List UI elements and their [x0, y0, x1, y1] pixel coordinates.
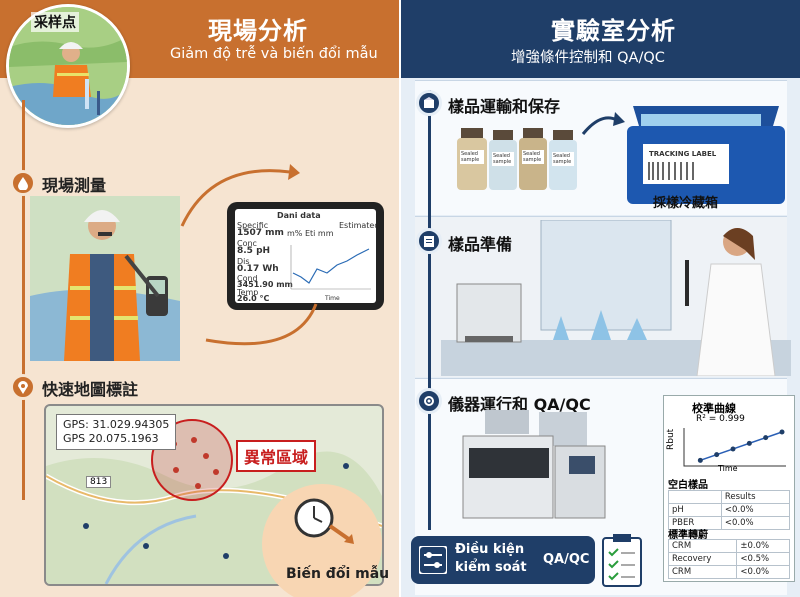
- reading-cond-name: Cond: [237, 274, 258, 283]
- blank-row-2-value: <0.0%: [720, 516, 791, 530]
- gear-icon: [416, 388, 442, 414]
- gps-line-2: GPS 20.075.1963: [63, 432, 159, 445]
- lab-analysis-panel: 實驗室分析 增強條件控制和 QA/QC 樣品運輸和保存 Sealed sampl…: [401, 0, 800, 597]
- step-instrument-qaqc: 儀器運行和 QA/QC: [448, 395, 591, 414]
- blank-row-1-value: <0.0%: [720, 503, 791, 517]
- bottle-label-1: Sealed sample: [461, 151, 480, 163]
- sample-point-illustration: [6, 4, 130, 128]
- reading-specific-value: 1507 mm: [237, 228, 284, 238]
- tablet-header: Dani data: [277, 211, 321, 220]
- sample-change-label: Biến đổi mẫu: [286, 566, 390, 582]
- step-field-measurement: 現場測量: [42, 176, 107, 195]
- calibration-fit-line: [700, 431, 783, 462]
- blank-header: Results: [720, 490, 791, 504]
- lab-preparation-scene: [441, 220, 791, 376]
- water-drop-icon: [10, 170, 36, 196]
- standard-title: 標準轉蔚: [668, 530, 708, 541]
- panel-divider: [399, 0, 402, 597]
- anomaly-zone-label: 異常區域: [236, 440, 317, 472]
- reading-dis-name: Dis: [237, 257, 250, 266]
- control-line-2: kiểm soát: [455, 560, 527, 575]
- sample-cooler: [627, 106, 785, 204]
- road-label: 813: [86, 476, 112, 488]
- lab-timeline: [428, 90, 431, 530]
- control-qaqc-tag: QA/QC: [543, 552, 590, 567]
- blank-sample-title: 空白樣品: [668, 480, 708, 491]
- blank-row-1-name: pH: [668, 503, 722, 517]
- calibration-point: [730, 446, 736, 452]
- field-analysis-panel: 現場分析 Giảm độ trễ và biến đổi mẫu 采样点 現場測…: [0, 0, 401, 597]
- cooler-caption: 採樣冷藏箱: [653, 196, 719, 211]
- standard-table: CRM±0.0% Recovery<0.5% CRM<0.0%: [667, 539, 790, 579]
- arrow-to-map-icon: [205, 303, 318, 346]
- std-row-1-value: ±0.0%: [736, 539, 790, 553]
- blank-sample-table: Results pH<0.0% PBER<0.0%: [668, 490, 791, 530]
- calibration-point: [697, 457, 703, 463]
- gps-readout: GPS: 31.029.94305 GPS 20.075.1963: [56, 414, 177, 450]
- field-worker-illustration: [30, 196, 180, 361]
- sealed-bottles: [457, 128, 577, 190]
- tablet-trend-chart: [290, 245, 371, 290]
- step-quick-map-annotation: 快速地圖標註: [42, 380, 139, 399]
- tablet-x-label: Time: [325, 295, 340, 302]
- tablet-screen: Dani data Specific 1507 mm Conc 8.5 pH D…: [235, 209, 376, 303]
- reading-dis-value: 0.17 Wh: [237, 264, 279, 274]
- tablet-chart-label: Estimated: [339, 221, 376, 230]
- calibration-plot: [683, 428, 786, 467]
- reading-cond-value: 3451.90 mm: [237, 280, 293, 289]
- cooler-tracking-label: TRACKING LABEL: [649, 150, 717, 158]
- lab-subtitle: 增強條件控制和 QA/QC: [511, 50, 665, 66]
- reading-conc-name: Conc: [237, 239, 257, 248]
- sliders-icon: [419, 546, 447, 574]
- std-row-2-value: <0.5%: [736, 552, 790, 566]
- std-row-1-name: CRM: [667, 539, 738, 553]
- std-row-2-name: Recovery: [667, 552, 738, 566]
- reading-conc-value: 8.5 pH: [237, 246, 271, 256]
- std-row-3-name: CRM: [667, 565, 738, 579]
- bottle-label-3: Sealed sample: [523, 151, 542, 163]
- gc-instrument: [462, 410, 606, 519]
- calibration-axes: [683, 428, 786, 467]
- gps-line-1: GPS: 31.029.94305: [63, 418, 170, 431]
- box-icon: [416, 90, 442, 116]
- calibration-point: [763, 435, 769, 441]
- calibration-point: [714, 452, 720, 458]
- calibration-title: 校準曲線: [692, 402, 736, 415]
- lab-header-band: [401, 0, 800, 78]
- data-tablet: Dani data Specific 1507 mm Conc 8.5 pH D…: [227, 202, 384, 310]
- lab-title: 實驗室分析: [551, 17, 676, 45]
- clipboard-icon: [416, 228, 442, 254]
- control-conditions-box: Điều kiện kiểm soát QA/QC: [411, 536, 595, 584]
- std-row-3-value: <0.0%: [736, 565, 790, 579]
- field-timeline: [22, 100, 25, 500]
- calibration-point: [746, 440, 752, 446]
- clock-icon: [294, 498, 354, 544]
- map-pin-icon: [10, 374, 36, 400]
- bottle-label-4: Sealed sample: [553, 153, 572, 165]
- reading-temp-value: 26.0 °C: [237, 294, 270, 303]
- calibration-y-label: Rbut: [666, 428, 676, 450]
- tablet-mid-value: m% Eti mm: [287, 229, 334, 238]
- calibration-r2: R² = 0.999: [696, 414, 745, 424]
- step-transport-storage: 樣品運輸和保存: [448, 97, 561, 116]
- reading-specific-name: Specific: [237, 221, 269, 230]
- arrow-to-tablet-icon: [180, 164, 300, 227]
- calibration-point: [779, 429, 785, 435]
- reading-temp-name: Temp: [237, 288, 259, 297]
- control-line-1: Điều kiện: [455, 542, 525, 557]
- arrow-to-cooler-icon: [581, 112, 625, 135]
- sample-point-label: 采样点: [31, 12, 79, 32]
- field-subtitle: Giảm độ trễ và biến đổi mẫu: [170, 46, 378, 62]
- field-title: 現場分析: [208, 17, 308, 45]
- bottle-label-2: Sealed sample: [493, 153, 512, 165]
- checklist-icon: [602, 534, 642, 587]
- calibration-card: 校準曲線 R² = 0.999 Rbut Time 空白樣品 Results p…: [663, 395, 795, 582]
- step-sample-preparation: 樣品準備: [448, 235, 513, 254]
- calibration-x-label: Time: [718, 464, 738, 473]
